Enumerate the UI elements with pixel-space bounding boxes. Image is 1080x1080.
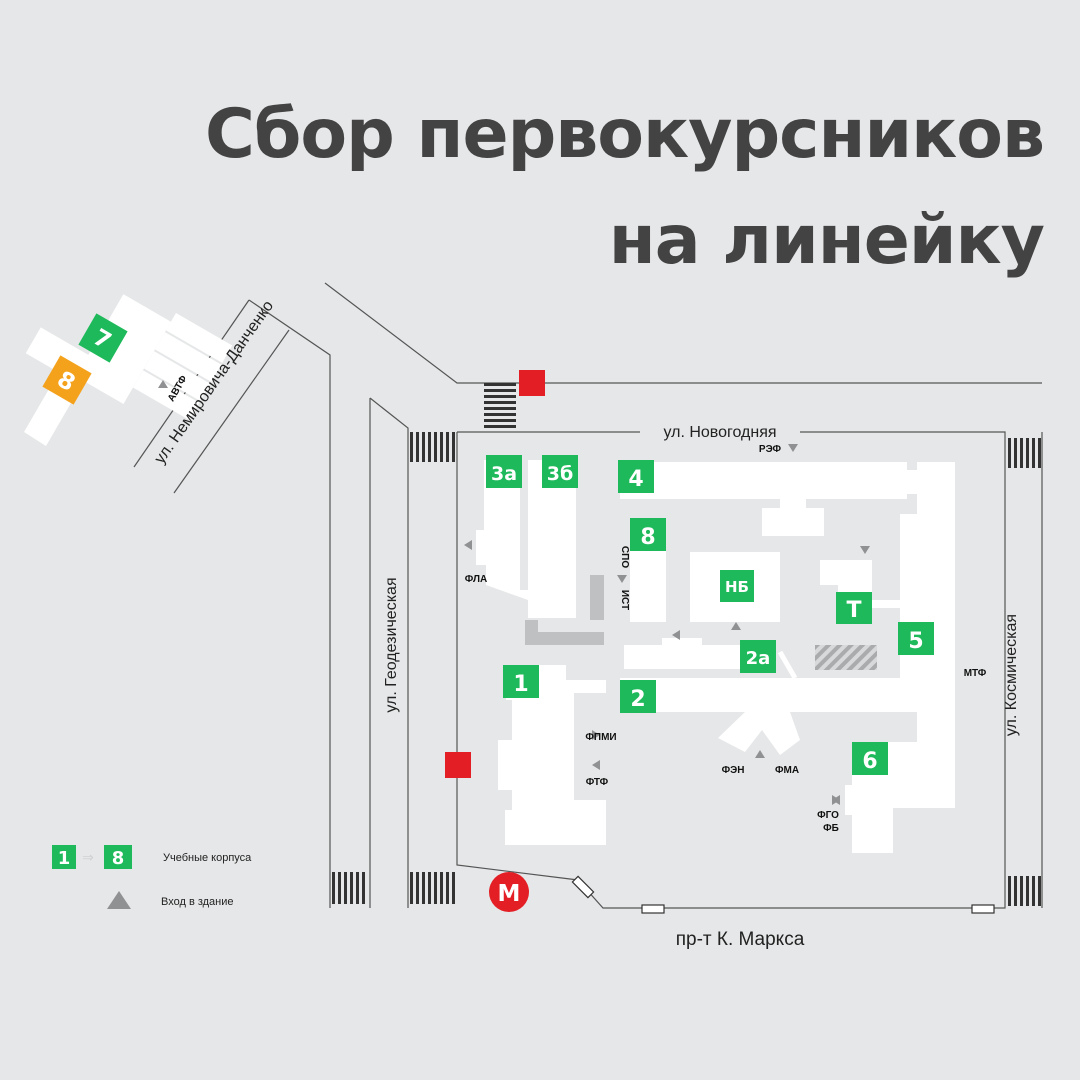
nemirovicha-line-b (173, 329, 290, 494)
badge-2a-label: 2а (746, 648, 771, 669)
legend-range: 1 ⇒ 8 (52, 845, 132, 869)
entrance-icon (755, 750, 765, 758)
title-line-2: на линейку (608, 201, 1045, 280)
building-3-block (476, 460, 576, 618)
crosswalk-right-top (1008, 438, 1041, 468)
badge-1-label: 1 (513, 672, 528, 697)
faculty-fpmi: ФПМИ (585, 732, 616, 743)
road-upper-edge (324, 282, 1042, 384)
badge-3a-label: 3а (491, 463, 517, 485)
legend-range-from: 1 (58, 848, 71, 869)
badge-4-label: 4 (628, 467, 643, 492)
badge-t[interactable]: Т (836, 592, 872, 624)
faculty-fgo: ФГО (817, 810, 839, 821)
entrance-icon (788, 444, 798, 452)
badge-8-label: 8 (640, 525, 655, 550)
legend: 1 ⇒ 8 Учебные корпуса Вход в здание (52, 845, 252, 909)
entrances (158, 380, 870, 805)
faculty-spo: СПО (619, 546, 630, 568)
badge-2-label: 2 (630, 687, 645, 712)
building-badges: 3а 3б 4 8 НБ Т (42, 313, 934, 775)
legend-arrow-icon: ⇒ (82, 849, 94, 865)
nemirovicha-right-edge (248, 299, 331, 908)
badge-7[interactable]: 7 (78, 313, 128, 363)
badge-3b[interactable]: 3б (542, 455, 578, 488)
crosswalk-right-bottom (1008, 876, 1041, 906)
title-line-1: Сбор первокурсников (205, 95, 1045, 174)
gate-marker-top (519, 370, 545, 396)
buildings (24, 294, 955, 853)
badge-5[interactable]: 5 (898, 622, 934, 655)
crosswalk-left-bottom (410, 872, 455, 904)
building-2-wing (718, 712, 800, 755)
gray-structures (525, 575, 604, 645)
legend-range-to: 8 (112, 848, 125, 869)
legend-entrance-icon (107, 891, 131, 909)
crosswalks (332, 383, 1041, 906)
legend-entrance-label: Вход в здание (161, 896, 234, 908)
connector (777, 650, 798, 680)
entrance-icon (860, 546, 870, 554)
faculty-fen: ФЭН (722, 765, 745, 776)
badge-4[interactable]: 4 (618, 460, 654, 493)
crosswalk-left-top (410, 432, 455, 462)
building-2-block (620, 678, 905, 712)
badge-5-label: 5 (908, 629, 923, 654)
entrance-icon (832, 795, 840, 805)
badge-6-label: 6 (862, 749, 877, 774)
gates (571, 875, 995, 914)
entrance-icon (592, 730, 600, 740)
crosswalk-far-left-bottom (332, 872, 365, 904)
badge-2[interactable]: 2 (620, 680, 656, 713)
page-title: Сбор первокурсников на линейку (205, 82, 1045, 294)
geodezicheskaya-right-edge (369, 397, 409, 908)
badge-nb-label: НБ (725, 578, 749, 596)
faculty-fma: ФМА (775, 765, 799, 776)
campus-perimeter (456, 431, 1006, 909)
gate-3 (571, 875, 595, 899)
faculty-fla: ФЛА (465, 574, 487, 585)
legend-buildings-label: Учебные корпуса (163, 852, 252, 864)
faculty-ref: РЭФ (759, 444, 782, 455)
metro-icon[interactable]: М (489, 872, 529, 912)
badge-t-label: Т (846, 598, 861, 623)
entrance-icon (617, 575, 627, 583)
gate-1 (641, 904, 665, 914)
construction-area (815, 645, 877, 670)
building-1-block (498, 665, 606, 845)
street-kosmicheskaya: ул. Космическая (1003, 614, 1020, 736)
crosswalk-top (484, 383, 516, 428)
badge-8[interactable]: 8 (630, 518, 666, 551)
badge-nb[interactable]: НБ (720, 570, 754, 602)
building-4-block (620, 462, 907, 499)
badge-8-remote[interactable]: 8 (42, 355, 92, 405)
faculty-ist: ИСТ (619, 590, 630, 610)
faculty-mtf: МТФ (964, 668, 987, 679)
badge-3b-label: 3б (547, 463, 574, 485)
gray-structure-1 (590, 575, 604, 620)
street-novogodnyaya: ул. Новогодняя (663, 424, 776, 441)
street-geodezicheskaya: ул. Геодезическая (383, 577, 400, 712)
gray-structure-2 (525, 620, 604, 645)
badge-2a[interactable]: 2а (740, 640, 776, 673)
gate-2 (971, 904, 995, 914)
metro-label: М (498, 881, 521, 907)
entrance-icon (158, 380, 168, 388)
gate-marker-left (445, 752, 471, 778)
badge-3a[interactable]: 3а (486, 455, 522, 488)
faculty-fb: ФБ (823, 823, 839, 834)
badge-6[interactable]: 6 (852, 742, 888, 775)
entrance-icon (592, 760, 600, 770)
street-lines (133, 282, 1043, 909)
entrance-icon (464, 540, 472, 550)
badge-1[interactable]: 1 (503, 665, 539, 698)
faculty-ftf: ФТФ (586, 777, 609, 788)
entrance-icon (672, 630, 680, 640)
entrance-icon (731, 622, 741, 630)
street-marksa: пр-т К. Маркса (676, 929, 805, 950)
